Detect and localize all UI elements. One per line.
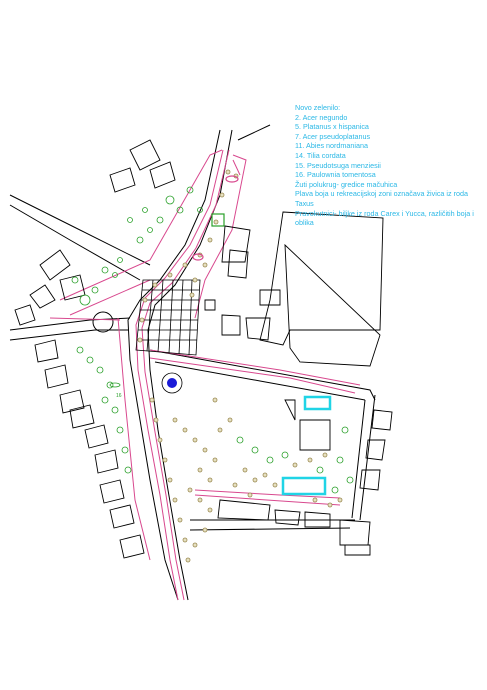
new-trees: [137, 169, 343, 563]
legend-note: Pravokutnici- biljke iz roda Carex i Yuc…: [295, 208, 474, 228]
fountain: [161, 372, 183, 394]
legend-note: Žuti polukrug- gredice mačuhica: [295, 179, 398, 189]
legend-species-item: 14. Tilia cordata: [295, 150, 346, 160]
legend-species-item: 11. Abies nordmaniana: [295, 141, 368, 151]
legend-note: Plava boja u rekreacijskoj zoni označava…: [295, 189, 468, 208]
map-legend: Novo zelenilo: 2. Acer negundo 5. Platan…: [295, 103, 475, 228]
legend-species-item: 5. Platanus x hispanica: [295, 122, 369, 132]
road-edges-pink: [49, 149, 361, 601]
legend-species-item: 16. Paulownia tomentosa: [295, 170, 376, 180]
tree-number-label: 16: [116, 393, 122, 399]
plaza-paving-grid: [135, 279, 201, 356]
road-outlines: [9, 124, 376, 601]
legend-species-item: 2. Acer negundo: [295, 112, 348, 122]
existing-trees: [71, 186, 354, 494]
legend-species-item: 15. Pseudotsuga menziesii: [295, 160, 381, 170]
hedge-taxus: [281, 395, 332, 496]
planting-accents: [192, 175, 239, 261]
legend-species-item: 7. Acer pseudoplatanus: [295, 131, 371, 141]
legend-title: Novo zelenilo:: [295, 103, 341, 112]
